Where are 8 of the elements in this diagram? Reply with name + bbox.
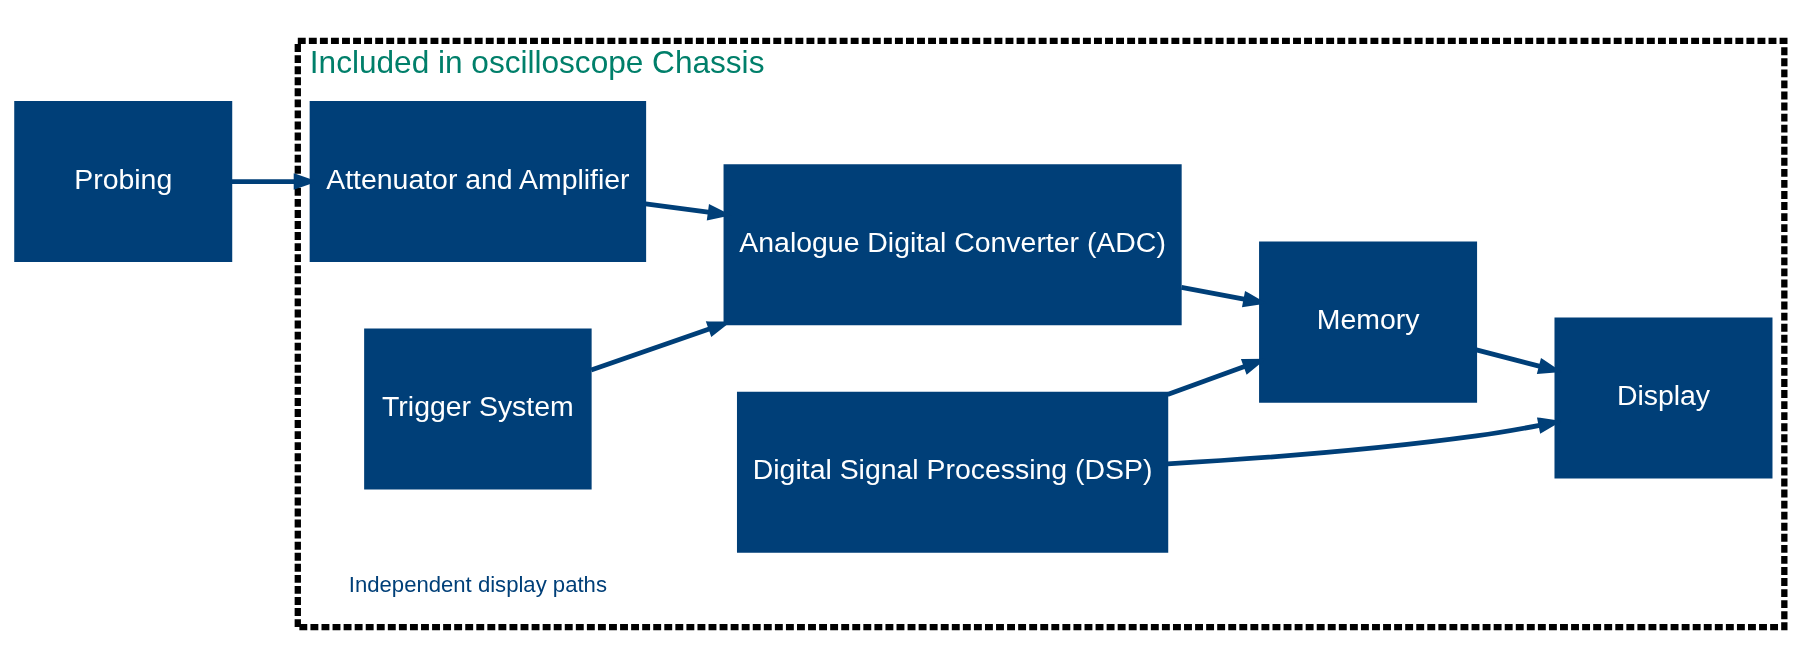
node-box: Digital Signal Processing (DSP) (736, 391, 1169, 553)
node-box: Probing (14, 101, 233, 263)
node-box: Display (1554, 317, 1773, 479)
node-box: Analogue Digital Converter (ADC) (723, 164, 1182, 326)
label: Independent display paths (348, 571, 607, 597)
node-box: Trigger System (364, 328, 592, 490)
node-box: Attenuator and Amplifier (309, 101, 647, 263)
node-box: Memory (1259, 241, 1478, 403)
